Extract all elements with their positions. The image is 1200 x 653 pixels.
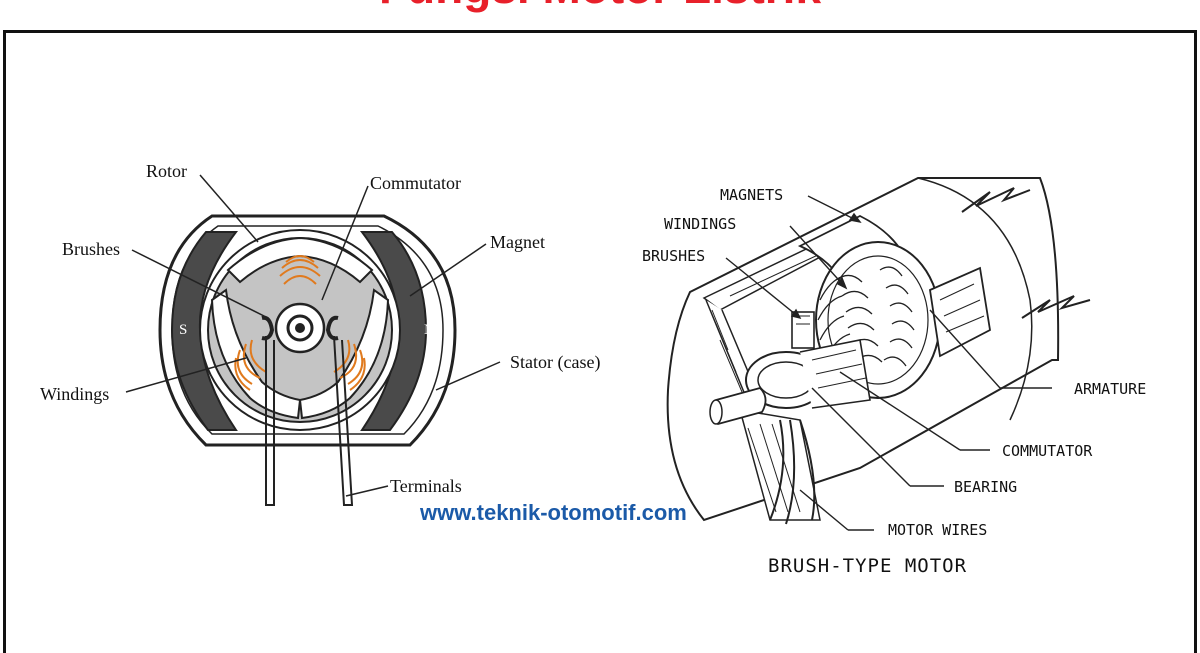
label-brushes-right: BRUSHES [642, 247, 705, 265]
terminal-right [333, 335, 354, 506]
label-commutator-right: COMMUTATOR [1002, 442, 1093, 460]
magnet-s [170, 231, 239, 431]
windings-coils [234, 255, 366, 391]
terminal-left [265, 336, 275, 506]
label-motor-wires: MOTOR WIRES [888, 521, 987, 539]
label-commutator: Commutator [370, 173, 461, 193]
label-armature: ARMATURE [1074, 380, 1146, 398]
dc-motor-cross-section: S N [40, 161, 600, 506]
brush-type-motor-cutaway: MAGNETS WINDINGS BRUSHES ARMATURE COMMUT… [642, 177, 1146, 577]
hatching [711, 239, 849, 513]
label-bearing: BEARING [954, 478, 1017, 496]
label-windings: Windings [40, 384, 109, 404]
label-windings-right: WINDINGS [664, 215, 736, 233]
caption-brush-type-motor: BRUSH-TYPE MOTOR [768, 555, 967, 577]
pole-n-label: N [424, 322, 435, 338]
page-title: Fungsi Motor Listrik [0, 0, 1200, 10]
label-brushes: Brushes [62, 239, 120, 259]
watermark-url: www.teknik-otomotif.com [420, 500, 687, 525]
armature-windings [817, 266, 915, 367]
brush-block [791, 311, 815, 349]
pole-s-label: S [179, 322, 187, 338]
label-magnet: Magnet [490, 232, 545, 252]
motor-wires [769, 419, 816, 525]
label-stator: Stator (case) [510, 352, 600, 373]
label-rotor: Rotor [146, 161, 187, 181]
label-magnets: MAGNETS [720, 186, 783, 204]
label-terminals: Terminals [390, 476, 462, 496]
motor-diagrams: S N [40, 161, 1146, 577]
